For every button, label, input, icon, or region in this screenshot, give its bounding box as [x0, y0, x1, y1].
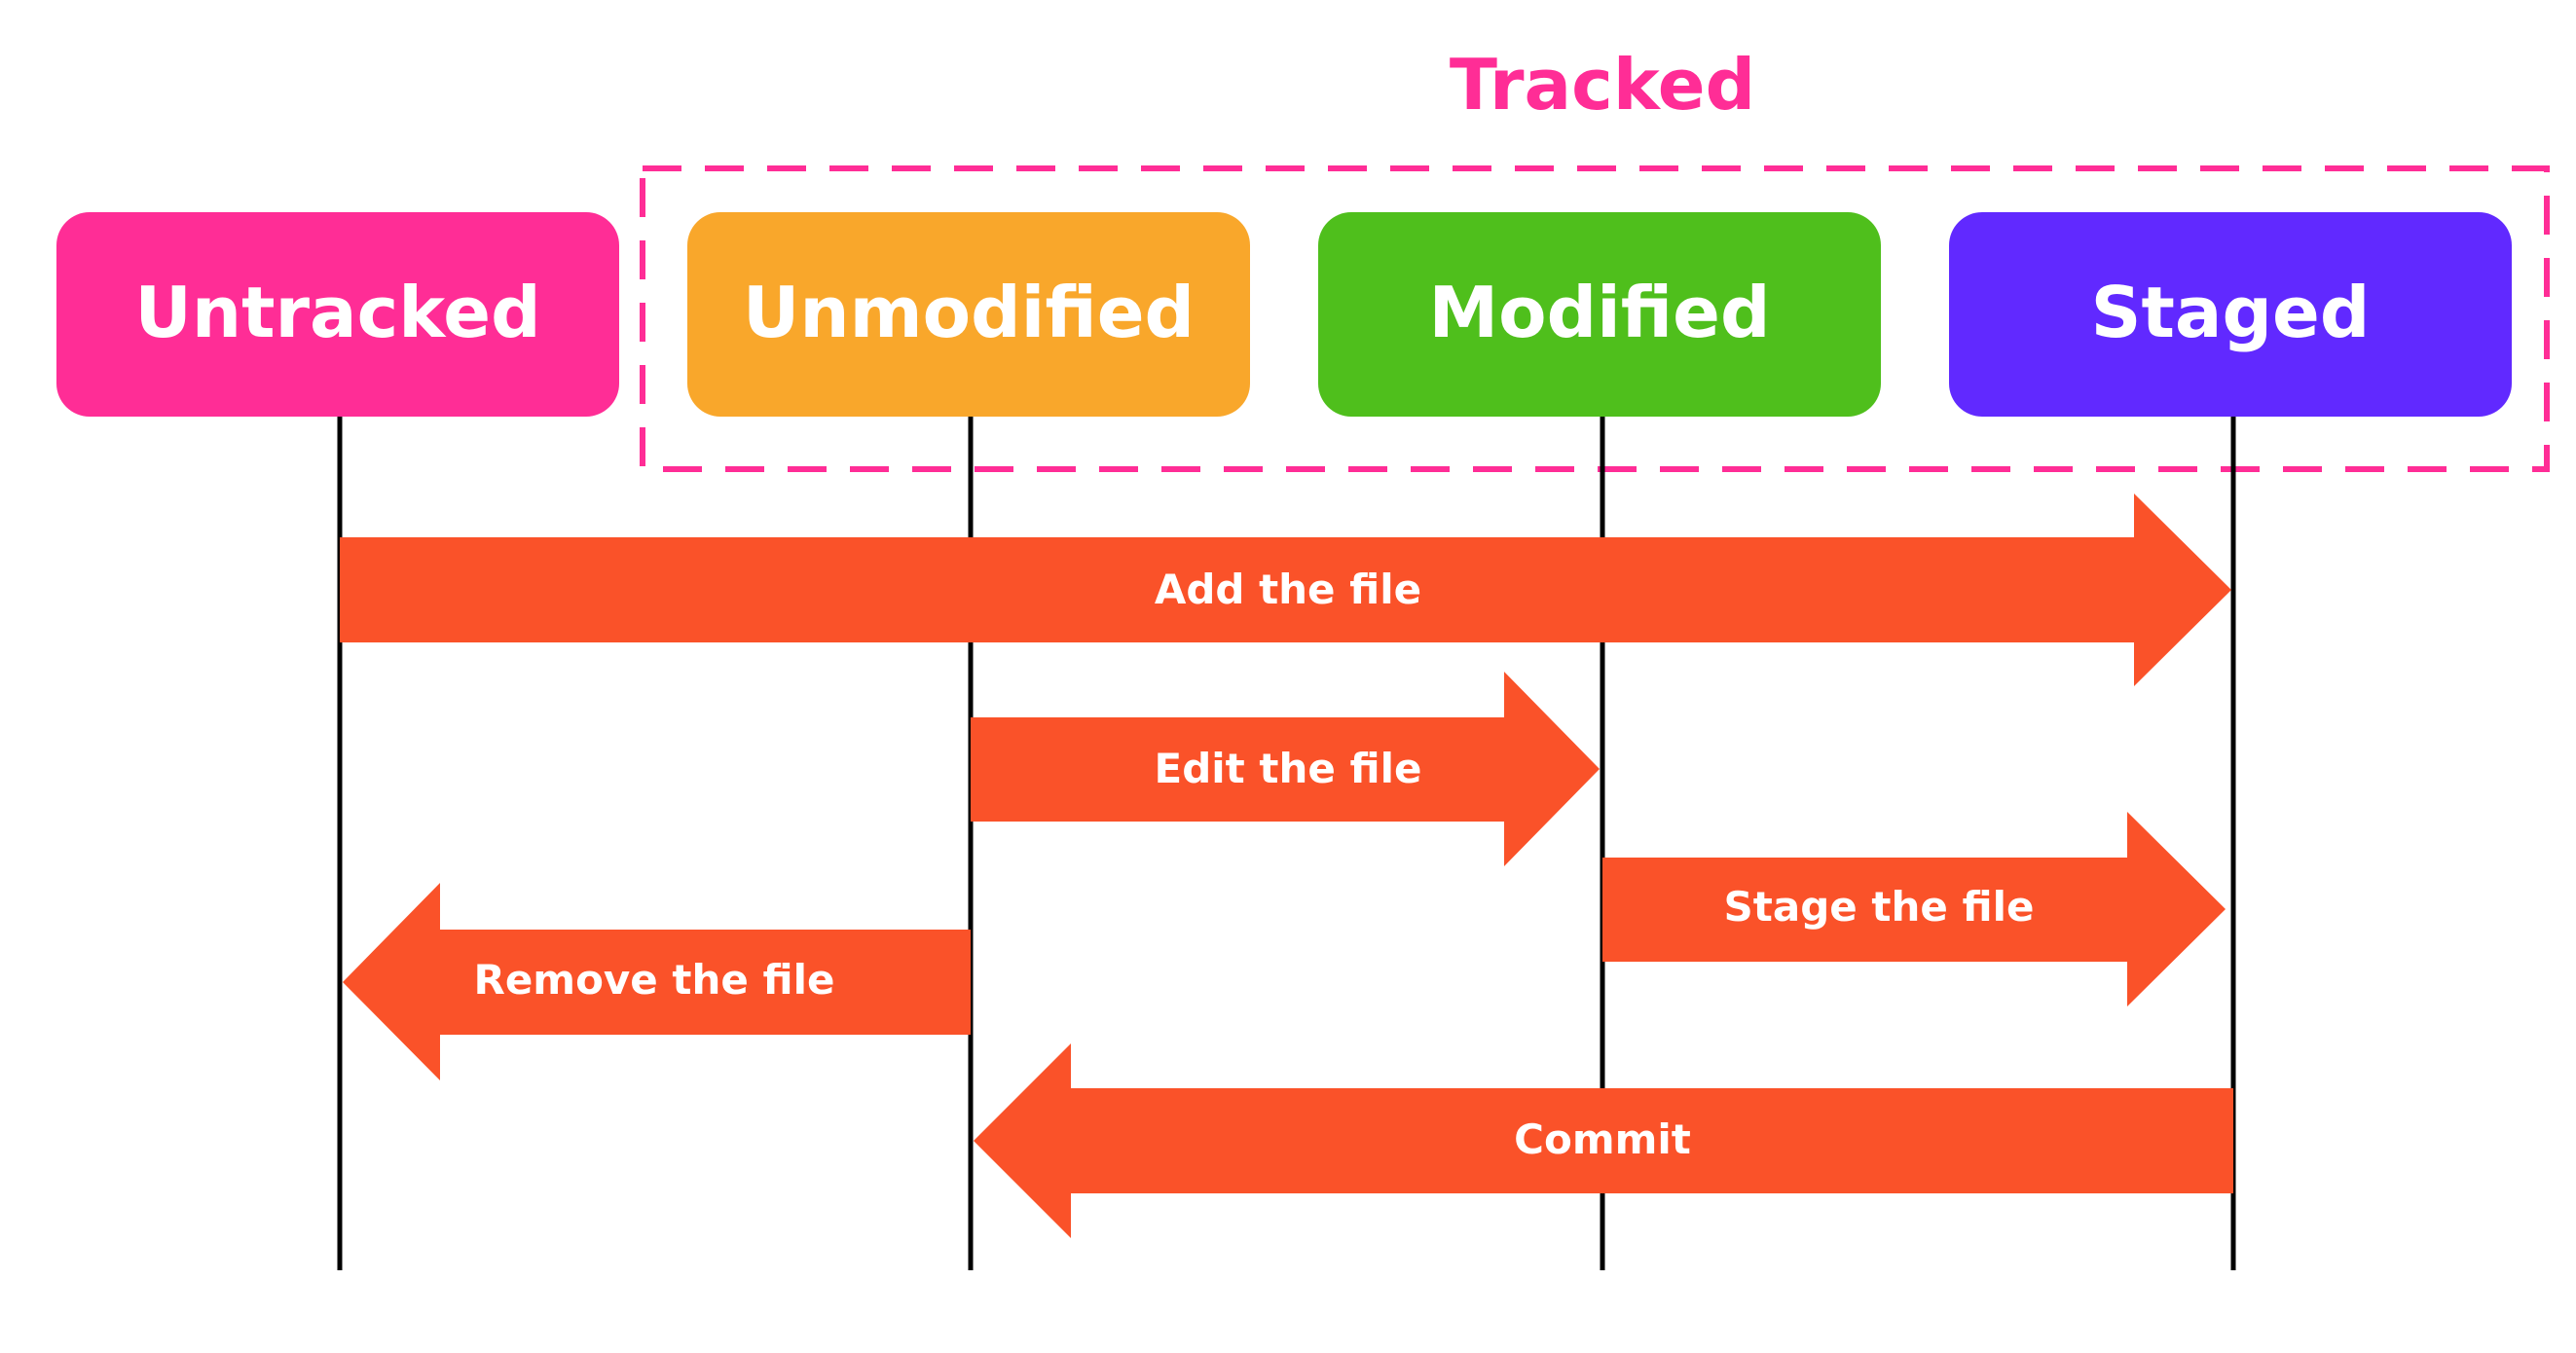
arrow-stage-the-file: Stage the file [1602, 812, 2226, 1006]
state-label-unmodified: Unmodified [743, 272, 1195, 353]
arrow-label-stage: Stage the file [1724, 883, 2035, 931]
arrow-label-commit: Commit [1514, 1115, 1691, 1163]
state-untracked: Untracked [56, 212, 619, 417]
arrow-shape-stage [1602, 812, 2226, 1006]
state-label-modified: Modified [1428, 272, 1770, 353]
arrow-shape-add [340, 494, 2231, 686]
arrow-edit-the-file: Edit the file [971, 672, 1600, 866]
tracked-group-border [640, 165, 2550, 472]
state-label-untracked: Untracked [134, 272, 540, 353]
state-unmodified: Unmodified [687, 212, 1250, 417]
arrow-shape-commit [974, 1043, 2233, 1238]
arrow-label-add: Add the file [1155, 566, 1421, 613]
state-box-staged [1949, 212, 2512, 417]
state-modified: Modified [1318, 212, 1881, 417]
state-box-unmodified [687, 212, 1250, 417]
state-staged: Staged [1949, 212, 2512, 417]
state-label-staged: Staged [2091, 272, 2371, 353]
arrow-remove-the-file: Remove the file [343, 883, 971, 1080]
tracked-group-label: Tracked [1450, 44, 1755, 126]
state-box-untracked [56, 212, 619, 417]
state-box-modified [1318, 212, 1881, 417]
arrow-shape-edit [971, 672, 1600, 866]
arrow-commit: Commit [974, 1043, 2233, 1238]
arrow-label-remove: Remove the file [473, 956, 834, 1004]
arrow-add-the-file: Add the file [340, 494, 2231, 686]
arrow-label-edit: Edit the file [1155, 745, 1422, 792]
arrow-shape-remove [343, 883, 971, 1080]
